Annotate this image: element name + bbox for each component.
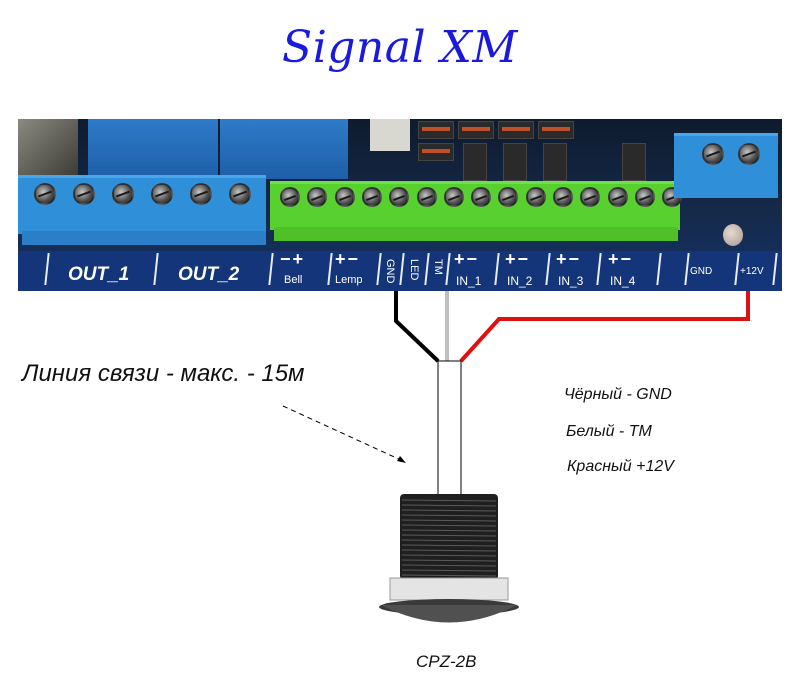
thread-line <box>401 534 497 537</box>
thread-line <box>401 564 497 567</box>
arrow-head-icon <box>397 456 406 463</box>
smd-component <box>418 143 454 161</box>
relay-2 <box>220 119 348 179</box>
thread-line <box>401 574 497 577</box>
terminal-screw <box>112 183 134 205</box>
cpz-2b-reader <box>379 494 519 623</box>
thread-line <box>401 514 497 517</box>
terminal-screw <box>229 183 251 205</box>
terminal-screw <box>738 143 760 165</box>
label-out-1: OUT_1 <box>68 264 130 285</box>
terminal-screw <box>34 183 56 205</box>
thread-line <box>401 569 497 572</box>
label-gnd: GND <box>384 259 396 284</box>
smd-component <box>622 143 646 181</box>
controller-board: OUT_1 OUT_2 −+ Bell +− Lemp GND LED TM +… <box>18 119 782 291</box>
terminal-screw <box>280 187 300 207</box>
green-terminal-feet <box>274 227 678 241</box>
terminal-screw <box>190 183 212 205</box>
smd-component <box>498 121 534 139</box>
thread-line <box>401 509 497 512</box>
wire-black <box>394 291 440 363</box>
legend-red: Красный +12V <box>567 458 674 475</box>
in1-polarity: +− <box>454 249 480 269</box>
label-lemp: Lemp <box>335 274 363 286</box>
terminal-screw <box>498 187 519 207</box>
legend-black: Чёрный - GND <box>564 386 672 403</box>
smd-component <box>503 143 527 181</box>
label-tm: TM <box>432 259 444 275</box>
reader-nut <box>389 577 509 601</box>
label-power-12v: +12V <box>740 266 764 277</box>
power-terminal-block <box>674 133 778 198</box>
reader-threaded-body <box>400 494 498 580</box>
board-component <box>18 119 78 179</box>
legend-white: Белый - TM <box>566 423 652 440</box>
terminal-screw <box>634 187 655 207</box>
terminal-screw <box>471 187 492 207</box>
label-led: LED <box>408 259 420 281</box>
thread-line <box>401 519 497 522</box>
smd-component <box>543 143 567 181</box>
mounting-hole <box>723 224 743 246</box>
board-component <box>370 119 410 151</box>
thread-line <box>401 544 497 547</box>
thread-line <box>401 524 497 527</box>
thread-line <box>401 504 497 507</box>
out-terminal-block <box>18 175 266 234</box>
smd-component <box>463 143 487 181</box>
thread-line <box>401 559 497 562</box>
label-in-4: IN_4 <box>610 274 636 288</box>
label-power-gnd: GND <box>690 266 713 277</box>
line-length-note: Линия связи - макс. - 15м <box>22 360 305 387</box>
reader-face <box>381 605 517 623</box>
terminal-screw <box>151 183 173 205</box>
terminal-screw <box>334 187 355 207</box>
label-bell: Bell <box>284 274 303 286</box>
label-in-2: IN_2 <box>507 274 533 288</box>
wire-red <box>459 291 750 363</box>
terminal-screw <box>443 187 464 207</box>
terminal-screw <box>73 183 95 205</box>
terminal-screw <box>553 187 573 207</box>
dashed-arrow <box>282 405 404 462</box>
terminal-screw <box>702 143 724 165</box>
in2-polarity: +− <box>505 249 531 269</box>
diagram-title: Signal XM <box>282 22 518 73</box>
terminal-screw <box>389 187 410 207</box>
thread-line <box>401 539 497 542</box>
terminal-screw <box>580 187 601 207</box>
bell-polarity: −+ <box>280 249 306 269</box>
terminal-screw <box>307 187 328 207</box>
smd-component <box>458 121 494 139</box>
label-in-3: IN_3 <box>558 274 584 288</box>
device-model-label: CPZ-2B <box>416 652 477 671</box>
cable-sheath <box>437 360 462 497</box>
label-in-1: IN_1 <box>456 274 482 288</box>
smd-component <box>538 121 574 139</box>
in3-polarity: +− <box>556 249 582 269</box>
thread-line <box>401 499 497 502</box>
terminal-screw <box>361 187 382 207</box>
in4-polarity: +− <box>608 249 634 269</box>
terminal-screw <box>525 187 546 207</box>
relay-1 <box>88 119 218 179</box>
lemp-polarity: +− <box>335 249 361 269</box>
thread-line <box>401 529 497 532</box>
label-out-2: OUT_2 <box>178 264 240 285</box>
terminal-screw <box>416 187 437 207</box>
thread-line <box>401 554 497 557</box>
out-terminal-feet <box>22 231 266 245</box>
thread-line <box>401 549 497 552</box>
terminal-screw <box>607 187 628 207</box>
smd-component <box>418 121 454 139</box>
